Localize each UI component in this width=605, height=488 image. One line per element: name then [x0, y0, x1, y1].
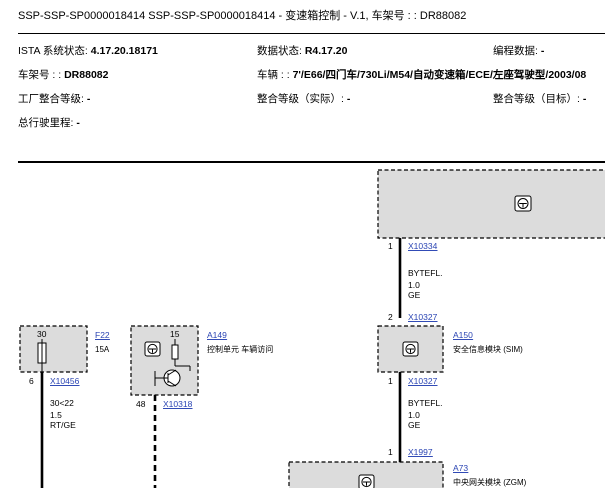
cas-name: 控制单元 车辆访问 [207, 344, 273, 354]
fuse-wire-color: RT/GE [50, 420, 76, 430]
factory-integration-level: 工厂整合等级: - [18, 93, 91, 105]
top-wire-type: BYTEFL. [408, 268, 442, 278]
total-mileage: 总行驶里程: - [18, 117, 80, 129]
vin-number: 车架号 : : DR88082 [18, 69, 109, 81]
sim-code-link[interactable]: A150 [453, 330, 473, 340]
fuse-wire-type: 30<22 [50, 398, 74, 408]
header-divider [18, 33, 605, 34]
section-divider [18, 161, 605, 163]
connector-x10327-link[interactable]: X10327 [408, 376, 438, 386]
connector-x10327-top-link[interactable]: X10327 [408, 312, 438, 322]
sim-wire-size: 1.0 [408, 410, 420, 420]
connector-x10334-link[interactable]: X10334 [408, 241, 438, 251]
fuse-wire-size: 1.5 [50, 410, 62, 420]
zgm-name: 中央网关模块 (ZGM) [453, 477, 527, 487]
data-status: 数据状态: R4.17.20 [257, 45, 348, 57]
document-title: SSP-SSP-SP0000018414 SSP-SSP-SP000001841… [18, 10, 467, 22]
top-pin-2: 2 [388, 312, 393, 322]
top-pin-1: 1 [388, 241, 393, 251]
fuse-pin: 6 [29, 376, 34, 386]
integration-level-actual: 整合等级（实际）: - [257, 93, 351, 105]
fuse-box [19, 325, 88, 373]
top-module-box [377, 169, 605, 239]
sim-pin-1: 1 [388, 376, 393, 386]
sim-module-icon [402, 341, 419, 357]
coding-data: 编程数据: - [493, 45, 545, 57]
top-module-icon [514, 195, 532, 212]
fuse-rating: 15A [95, 345, 110, 354]
cas-module-box [130, 325, 199, 396]
zgm-module-icon [358, 474, 375, 488]
ista-status: ISTA 系统状态: 4.17.20.18171 [18, 45, 158, 57]
sim-name: 安全信息模块 (SIM) [453, 344, 523, 354]
cas-code-link[interactable]: A149 [207, 330, 227, 340]
sim-pin-2: 1 [388, 447, 393, 457]
cas-terminal: 15 [170, 329, 180, 339]
vehicle-description: 车辆 : : 7'/E66/四门车/730Li/M54/自动变速箱/ECE/左座… [257, 69, 587, 81]
sim-wire-color: GE [408, 420, 421, 430]
connector-x10318-link[interactable]: X10318 [163, 399, 193, 409]
connector-x1997-link[interactable]: X1997 [408, 447, 433, 457]
integration-level-target: 整合等级（目标）: - [493, 93, 587, 105]
fuse-code-link[interactable]: F22 [95, 330, 110, 340]
top-wire-size: 1.0 [408, 280, 420, 290]
cas-pin: 48 [136, 399, 146, 409]
top-wire-color: GE [408, 290, 421, 300]
connector-x10456-link[interactable]: X10456 [50, 376, 80, 386]
resistor-transistor-symbol [154, 339, 191, 387]
fuse-terminal: 30 [37, 329, 47, 339]
sim-wire-type: BYTEFL. [408, 398, 442, 408]
cas-module-icon [144, 341, 161, 357]
zgm-code-link[interactable]: A73 [453, 463, 468, 473]
